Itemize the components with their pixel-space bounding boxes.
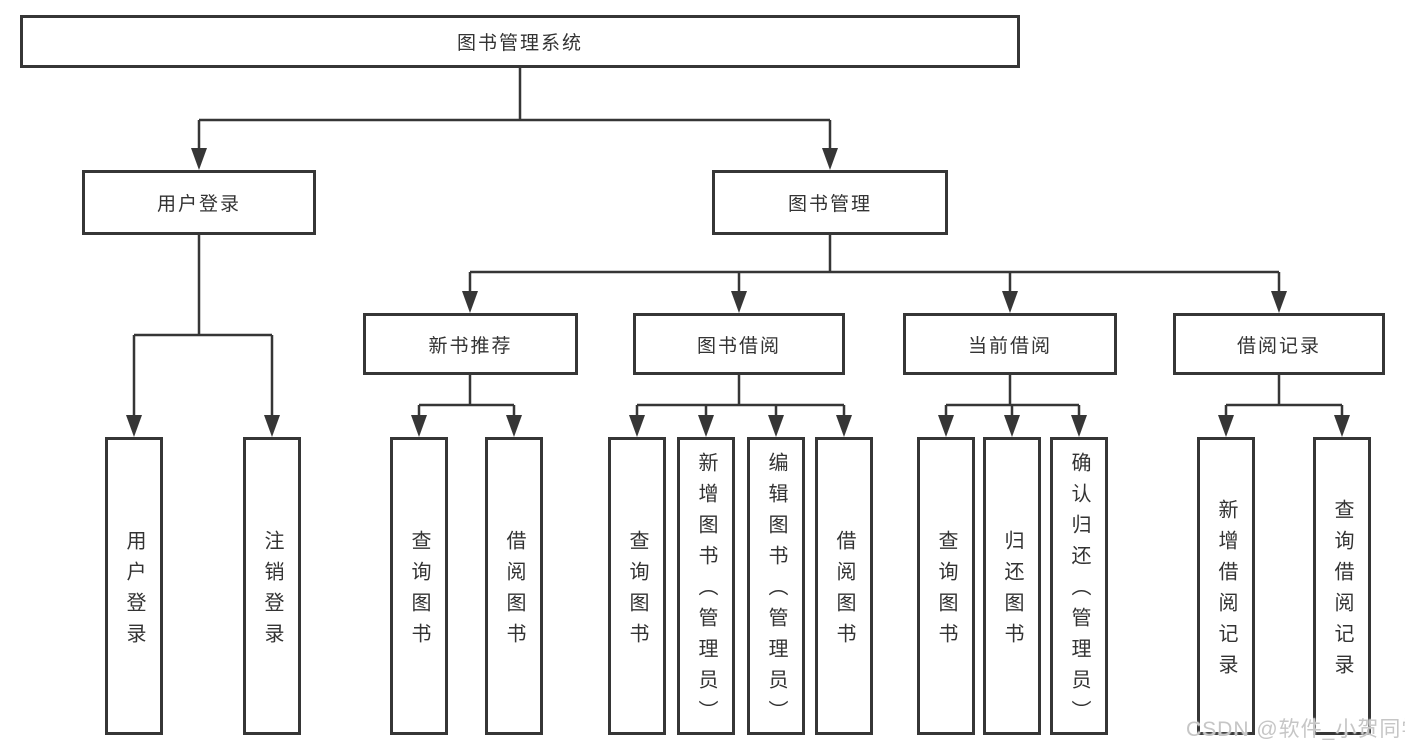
arrowhead-icons xyxy=(126,148,1350,437)
node-label: 查询借阅记录 xyxy=(1331,498,1353,685)
leaf-logout: 注销登录 xyxy=(243,437,301,735)
node-label: 借阅图书 xyxy=(833,529,855,654)
leaf-borrow-books-borrowing: 借阅图书 xyxy=(815,437,873,735)
node-label: 图书管理 xyxy=(787,194,872,215)
leaf-user-login: 用户登录 xyxy=(105,437,163,735)
node-new-book-recommendation: 新书推荐 xyxy=(363,313,578,375)
leaf-query-books-borrowing: 查询图书 xyxy=(608,437,666,735)
leaf-add-book-admin: 新增图书（管理员） xyxy=(677,437,735,735)
leaf-edit-book-admin: 编辑图书（管理员） xyxy=(747,437,805,735)
node-label: 用户登录 xyxy=(156,194,241,215)
leaf-confirm-return-admin: 确认归还（管理员） xyxy=(1050,437,1108,735)
leaf-query-books-current: 查询图书 xyxy=(917,437,975,735)
node-library-management-system: 图书管理系统 xyxy=(20,15,1020,68)
node-book-borrowing: 图书借阅 xyxy=(633,313,845,375)
leaf-borrow-books-recommend: 借阅图书 xyxy=(485,437,543,735)
node-label: 归还图书 xyxy=(1001,529,1023,654)
leaf-return-books: 归还图书 xyxy=(983,437,1041,735)
node-label: 借阅图书 xyxy=(503,529,525,654)
leaf-query-books-recommend: 查询图书 xyxy=(390,437,448,735)
node-label: 新书推荐 xyxy=(428,335,513,357)
csdn-watermark: CSDN @软件_小贺同学 xyxy=(1186,718,1405,741)
node-current-borrowing: 当前借阅 xyxy=(903,313,1117,375)
leaf-add-borrow-record: 新增借阅记录 xyxy=(1197,437,1255,735)
node-book-management: 图书管理 xyxy=(712,170,948,235)
node-label: 图书管理系统 xyxy=(456,33,583,54)
node-borrowing-records: 借阅记录 xyxy=(1173,313,1385,375)
node-label: 查询图书 xyxy=(626,529,648,654)
node-label: 用户登录 xyxy=(123,529,145,654)
node-label: 确认归还（管理员） xyxy=(1068,452,1090,731)
node-user-login-group: 用户登录 xyxy=(82,170,316,235)
node-label: 查询图书 xyxy=(935,529,957,654)
node-label: 新增借阅记录 xyxy=(1215,498,1237,685)
node-label: 注销登录 xyxy=(261,529,283,654)
node-label: 新增图书（管理员） xyxy=(695,452,717,731)
node-label: 编辑图书（管理员） xyxy=(765,452,787,731)
node-label: 借阅记录 xyxy=(1236,335,1321,357)
leaf-query-borrow-record: 查询借阅记录 xyxy=(1313,437,1371,735)
node-label: 查询图书 xyxy=(408,529,430,654)
node-label: 图书借阅 xyxy=(696,335,781,357)
node-label: 当前借阅 xyxy=(967,335,1052,357)
